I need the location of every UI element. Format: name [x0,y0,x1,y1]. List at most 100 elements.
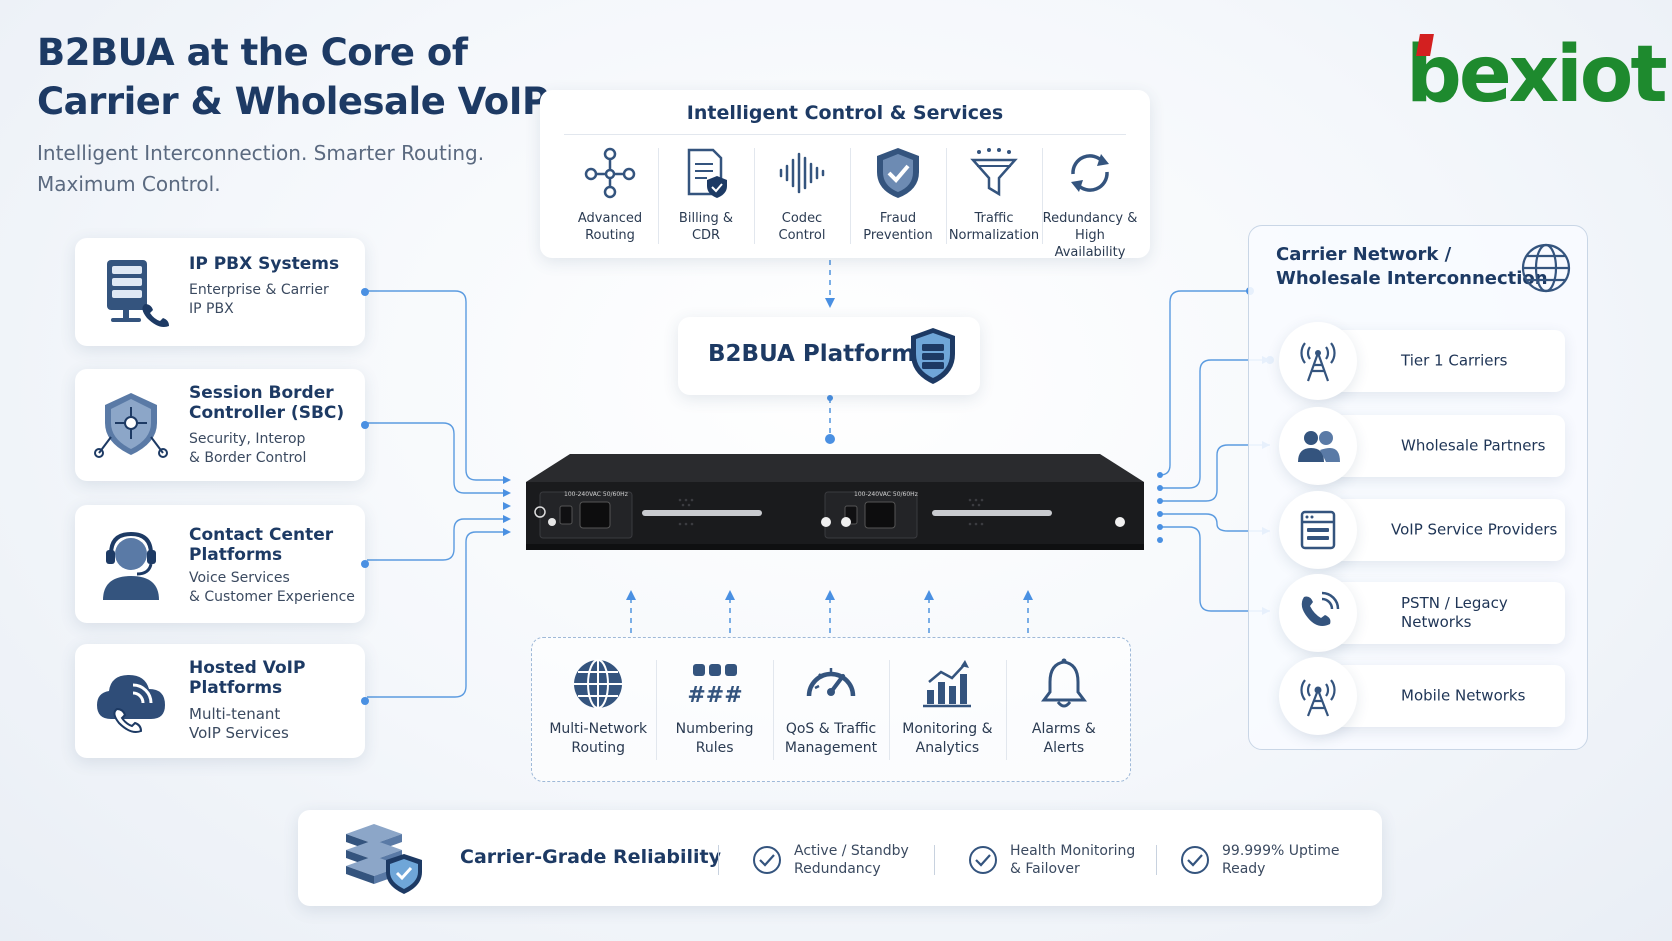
services-title: Intelligent Control & Services [686,102,1004,124]
page-subtitle: Intelligent Interconnection. Smarter Rou… [37,141,485,196]
services-divider [564,134,1126,135]
source-card-hosted-voip: Hosted VoIP Platforms Multi-tenant VoIP … [75,644,369,758]
globe-grid-icon [574,659,623,709]
connector-dot [361,560,369,568]
document-shield-icon [687,148,727,198]
connector-wholesale [1160,444,1270,502]
platform-title: B2BUA Platform [708,341,916,367]
connector-dot [361,421,369,429]
refresh-cycle-icon [1071,154,1109,192]
source-desc-line: & Customer Experience [189,589,355,605]
source-title: Hosted VoIP Platforms [189,658,306,698]
waveform-icon [779,152,825,194]
reliability-title: Carrier-Grade Reliability [460,846,722,868]
connector-contact-center [367,518,503,561]
service-label: Codec [781,211,823,226]
bell-icon [1040,658,1087,708]
connector-hosted-voip [367,531,503,698]
b2bua-appliance: 100-240VAC 50/60Hz 100-240VAC 50/60Hz [526,454,1144,550]
connector-tier1 [1160,359,1270,489]
reliability-bar: Carrier-Grade Reliability Active / Stand… [298,810,1382,906]
divider [934,845,935,875]
connector-pstn [1160,526,1270,612]
funnel-icon [970,148,1018,197]
b2bua-platform-card: B2BUA Platform [678,317,980,395]
connector-sbc [367,422,503,494]
check-circle-icon [1181,846,1209,874]
carrier-title-line: Wholesale Interconnection [1276,268,1548,289]
service-label: High Availability [1054,228,1126,260]
feature-label: Multi-Network [549,721,648,737]
divider [718,845,719,875]
carrier-item-tier1: Tier 1 Carriers [1279,322,1565,400]
feature-label: Alerts [1043,740,1085,756]
bexiot-logo: bexiot [1406,30,1668,120]
service-label: CDR [691,228,721,243]
divider [1156,845,1157,875]
carrier-title-line: Carrier Network / [1276,244,1452,265]
title-line-2: Carrier & Wholesale VoIP [37,80,549,123]
service-label: Routing [585,228,635,243]
connector-voip-providers [1160,513,1270,532]
source-title: Session Border Controller (SBC) [189,383,345,423]
source-card-sbc: Session Border Controller (SBC) Security… [75,369,369,481]
gauge-icon [806,668,856,697]
connector-ip-pbx [367,290,503,481]
service-label: Normalization [948,228,1040,243]
service-redundancy-ha: Redundancy &High Availability [1042,144,1138,261]
reliability-label: 99.999% Uptime [1222,843,1340,859]
source-desc-line: & Border Control [189,450,307,466]
bar-chart-icon [923,660,972,708]
reliability-label: Redundancy [794,861,881,877]
title-line-1: B2BUA at the Core of [37,31,468,74]
connector-dot [361,288,369,296]
source-desc-line: Voice Services [189,570,290,586]
carrier-network-panel: Carrier Network / Wholesale Interconnect… [1248,225,1588,750]
service-label: Control [778,228,826,243]
page-title: B2BUA at the Core of Carrier & Wholesale… [37,28,549,126]
feature-label: Analytics [915,740,980,756]
antenna-tower-icon [1300,342,1336,382]
reliability-label: Ready [1222,861,1266,877]
shield-server-icon [911,328,955,384]
globe-icon [1521,243,1571,293]
servers-shield-icon [346,824,422,894]
carrier-label: Networks [1401,613,1472,631]
check-circle-icon [969,846,997,874]
service-billing-cdr: Billing &CDR [658,144,754,261]
feature-label: Numbering [675,721,754,737]
source-card-ip-pbx: IP PBX Systems Enterprise & Carrier IP P… [75,238,369,346]
carrier-title: Carrier Network / Wholesale Interconnect… [1276,243,1548,291]
psu-label-2: 100-240VAC 50/60Hz [854,491,918,498]
source-title: IP PBX Systems [189,254,340,274]
connector-dot [361,697,369,705]
headset-agent-icon [103,531,159,600]
shield-network-icon [94,393,168,458]
reliability-label: Health Monitoring [1010,843,1136,859]
source-desc-line: IP PBX [189,301,234,317]
routing-nodes-icon [584,147,636,199]
feature-label: Rules [695,740,734,756]
hash-keys-icon: ### [687,664,742,708]
feature-label: Routing [571,740,626,756]
source-title: Contact Center Platforms [189,525,334,565]
cloud-phone-icon [97,675,165,733]
users-icon [1298,431,1340,462]
check-circle-icon [753,846,781,874]
feature-label: Management [784,740,878,756]
shield-check-icon [877,148,919,198]
source-desc-line: Enterprise & Carrier [189,282,329,298]
carrier-label: Wholesale Partners [1401,436,1546,455]
carrier-item-voip-providers: VoIP Service Providers [1279,491,1565,569]
feature-monitoring-analytics: Monitoring &Analytics [889,656,1005,760]
server-phone-icon [107,260,169,327]
server-rack-icon [1300,510,1336,550]
